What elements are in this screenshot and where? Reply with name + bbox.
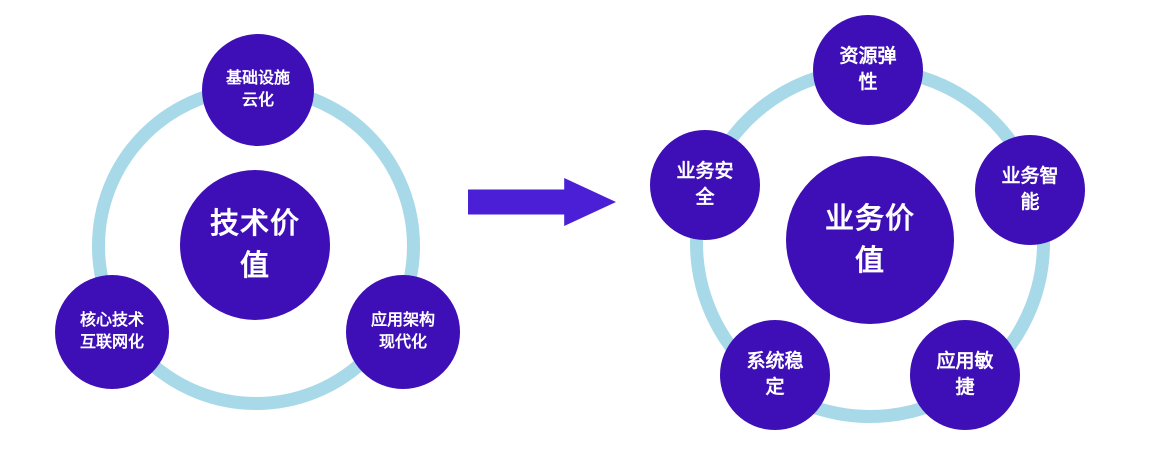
right-arrow-icon	[468, 178, 616, 226]
left-satellite-core-tech-internetization: 核心技术 互联网化	[55, 275, 169, 389]
right-satellite-business-intelligence: 业务智 能	[975, 135, 1085, 245]
right-satellite-business-security: 业务安 全	[650, 130, 760, 240]
right-satellite-application-agility: 应用敏 捷	[910, 320, 1020, 430]
left-center-circle: 技术价 值	[180, 170, 330, 320]
right-satellite-resource-elasticity: 资源弹 性	[813, 15, 923, 125]
left-satellite-app-architecture-modernization: 应用架构 现代化	[346, 275, 460, 389]
right-center-circle: 业务价 值	[786, 156, 954, 324]
right-satellite-system-stability: 系统稳 定	[720, 320, 830, 430]
left-satellite-infrastructure-cloudification: 基础设施 云化	[202, 34, 314, 146]
